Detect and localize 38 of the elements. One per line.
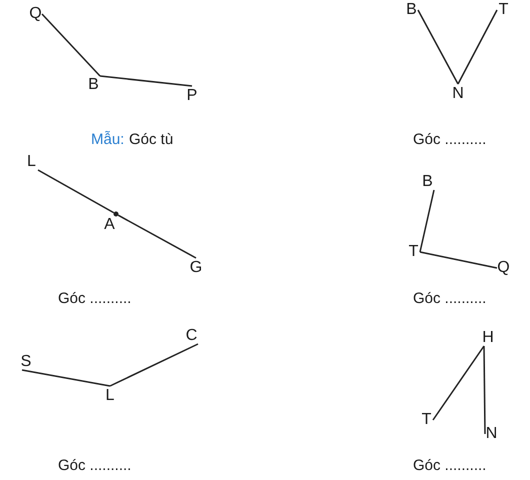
point-label: H <box>482 330 494 346</box>
point-label: B <box>87 77 100 93</box>
line-segment <box>420 251 498 269</box>
point-label: B <box>405 2 418 18</box>
point-label: L <box>25 154 38 170</box>
point-label: Q <box>29 6 42 22</box>
sample-label: Mẫu: <box>91 131 124 148</box>
line-segment <box>22 369 110 387</box>
answer-line: Góc .......... <box>58 290 132 307</box>
answer-line: Góc .......... <box>413 131 486 148</box>
answer-line: Góc .......... <box>413 290 486 307</box>
point-label: C <box>185 328 198 344</box>
point-label: B <box>421 174 434 190</box>
line-segment <box>457 10 498 84</box>
line-segment <box>41 13 101 77</box>
point-label: P <box>186 88 198 104</box>
answer-line: Góc .......... <box>58 457 132 474</box>
point-label: S <box>20 354 32 370</box>
point-dot <box>114 212 118 216</box>
line-segment <box>483 346 486 434</box>
line-segment <box>419 190 435 252</box>
point-label: T <box>420 412 433 428</box>
point-label: L <box>104 388 116 404</box>
line-segment <box>38 169 114 214</box>
point-label: N <box>485 426 498 442</box>
point-label: T <box>407 244 420 260</box>
point-label: Q <box>497 260 510 276</box>
line-segment <box>417 10 459 84</box>
point-label: G <box>190 260 202 276</box>
point-label: T <box>497 2 510 18</box>
answer-text: Góc tù <box>129 131 174 148</box>
line-segment <box>100 75 192 87</box>
point-label: N <box>452 86 464 102</box>
answer-line: Góc .......... <box>413 457 486 474</box>
line-segment <box>118 214 196 259</box>
line-segment <box>110 343 198 387</box>
point-label: A <box>103 217 116 233</box>
line-segment <box>432 346 485 420</box>
